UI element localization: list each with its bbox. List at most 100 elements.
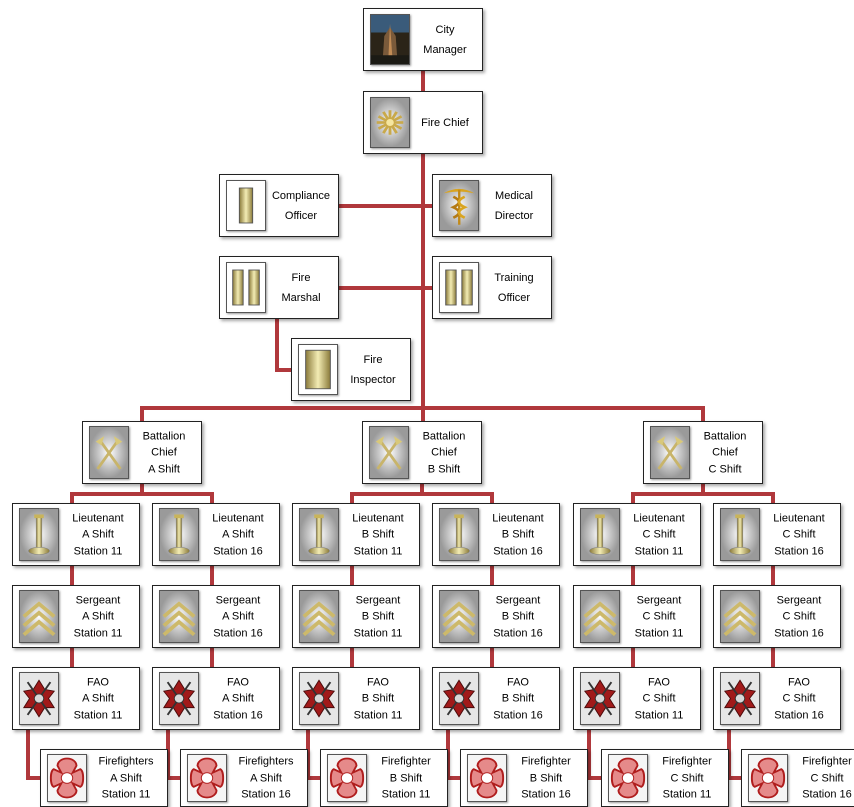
city-photo-icon (370, 14, 410, 65)
label-line: Station 11 (73, 626, 123, 639)
label-line: Station 11 (634, 544, 684, 557)
label-line: Marshal (281, 291, 321, 304)
label-line: A Shift (148, 462, 180, 475)
label-line: Station 11 (662, 788, 712, 801)
fire-chief-insignia-icon (370, 97, 410, 148)
connector-line (350, 492, 494, 503)
label-line: B Shift (501, 610, 535, 623)
label-line: A Shift (82, 610, 114, 623)
label-line: Firefighters (238, 755, 294, 768)
connector-line (446, 730, 460, 780)
label-line: Fire Chief (421, 116, 469, 129)
label-line: Station 11 (101, 788, 151, 801)
fire-emblem-icon (720, 672, 760, 725)
connector-line (587, 730, 601, 780)
connector-line (275, 319, 291, 372)
label-line: Station 11 (634, 626, 684, 639)
label-line: Lieutenant (352, 511, 404, 524)
label-line: Officer (284, 209, 318, 222)
label-line: Chief (712, 446, 738, 459)
fire-emblem-icon (19, 672, 59, 725)
label-line: Station 16 (213, 626, 263, 639)
connector-line (631, 492, 775, 503)
double-bar-insignia-icon (226, 262, 266, 313)
maltese-cross-icon (608, 754, 648, 802)
bugle-icon (720, 508, 760, 561)
label-line: Lieutenant (212, 511, 264, 524)
label-line: Lieutenant (72, 511, 124, 524)
label-line: Lieutenant (773, 511, 825, 524)
label-line: Firefighter (662, 755, 712, 768)
label-line: C Shift (782, 610, 816, 623)
label-line: FAO (647, 675, 670, 688)
label-line: Station 11 (634, 708, 684, 721)
label-line: Station 16 (774, 626, 824, 639)
fire-emblem-icon (439, 672, 479, 725)
label-line: C Shift (642, 528, 676, 541)
label-line: Chief (151, 446, 177, 459)
bugle-icon (439, 508, 479, 561)
label-line: Sergeant (495, 593, 541, 606)
maltese-cross-icon (47, 754, 87, 802)
label-line: A Shift (222, 528, 254, 541)
label-line: A Shift (250, 771, 282, 784)
maltese-cross-icon (748, 754, 788, 802)
label-line: C Shift (782, 692, 816, 705)
label-line: Medical (495, 189, 533, 202)
label-line: Director (494, 209, 534, 222)
bugle-icon (19, 508, 59, 561)
label-line: Station 16 (213, 708, 263, 721)
fire-emblem-icon (159, 672, 199, 725)
caduceus-icon (439, 180, 479, 231)
org-box-label: Fire Chief (410, 113, 480, 133)
label-line: FAO (226, 675, 249, 688)
label-line: A Shift (222, 692, 254, 705)
label-line: C Shift (642, 610, 676, 623)
label-line: Inspector (350, 373, 396, 386)
maltese-cross-icon (187, 754, 227, 802)
connector-line (306, 730, 320, 780)
label-line: FAO (787, 675, 810, 688)
label-line: Fire (363, 353, 383, 366)
single-bar-insignia-icon (226, 180, 266, 231)
label-line: Station 16 (802, 788, 852, 801)
crossed-axes-icon (650, 426, 690, 479)
label-line: Sergeant (776, 593, 822, 606)
label-line: B Shift (361, 610, 395, 623)
label-line: Battalion (142, 429, 186, 442)
maltese-cross-icon (327, 754, 367, 802)
label-line: B Shift (361, 528, 395, 541)
